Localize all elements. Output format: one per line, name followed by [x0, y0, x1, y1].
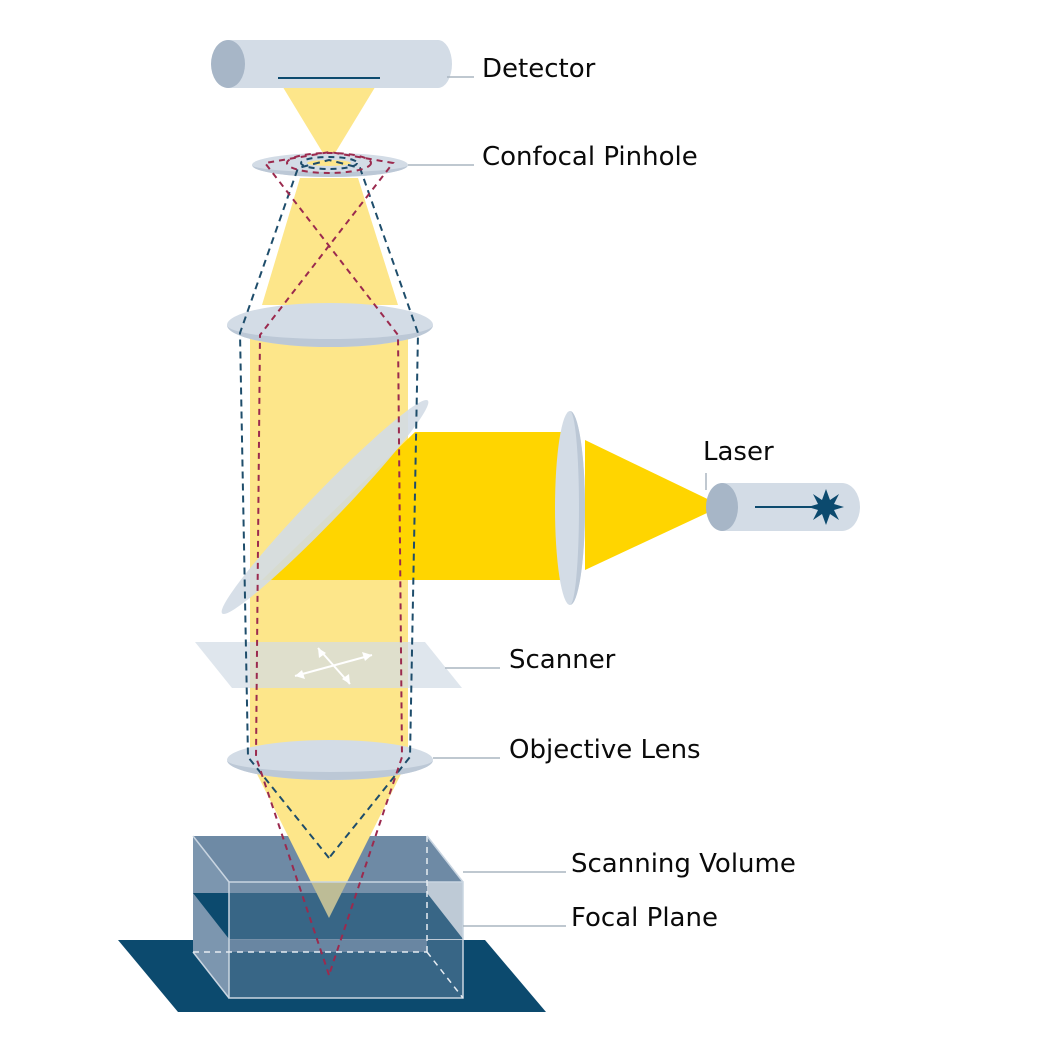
- detector: [211, 40, 452, 88]
- scanning-volume-side: [193, 836, 229, 998]
- laser-burst-icon: [808, 489, 844, 525]
- label-scanning-volume: Scanning Volume: [571, 849, 796, 879]
- emission-cone-detector: [278, 79, 380, 163]
- emission-cone-sample: [255, 770, 403, 918]
- in-focus-light-path: [238, 158, 420, 859]
- label-detector: Detector: [482, 54, 596, 84]
- emission-cone-upper: [262, 178, 398, 305]
- dichroic-mirror: [221, 400, 429, 614]
- label-scanner: Scanner: [509, 645, 616, 675]
- scanner: [195, 642, 462, 688]
- out-of-focus-light-path: [254, 150, 404, 976]
- label-laser: Laser: [703, 437, 774, 467]
- label-objective-lens: Objective Lens: [509, 735, 701, 765]
- leader-lines: [408, 76, 707, 927]
- laser-cone: [585, 440, 722, 570]
- label-confocal-pinhole: Confocal Pinhole: [482, 142, 698, 172]
- objective-lens: [227, 740, 433, 780]
- laser-lens: [555, 411, 585, 605]
- pinhole-aperture: [307, 160, 351, 166]
- label-focal-plane: Focal Plane: [571, 903, 718, 933]
